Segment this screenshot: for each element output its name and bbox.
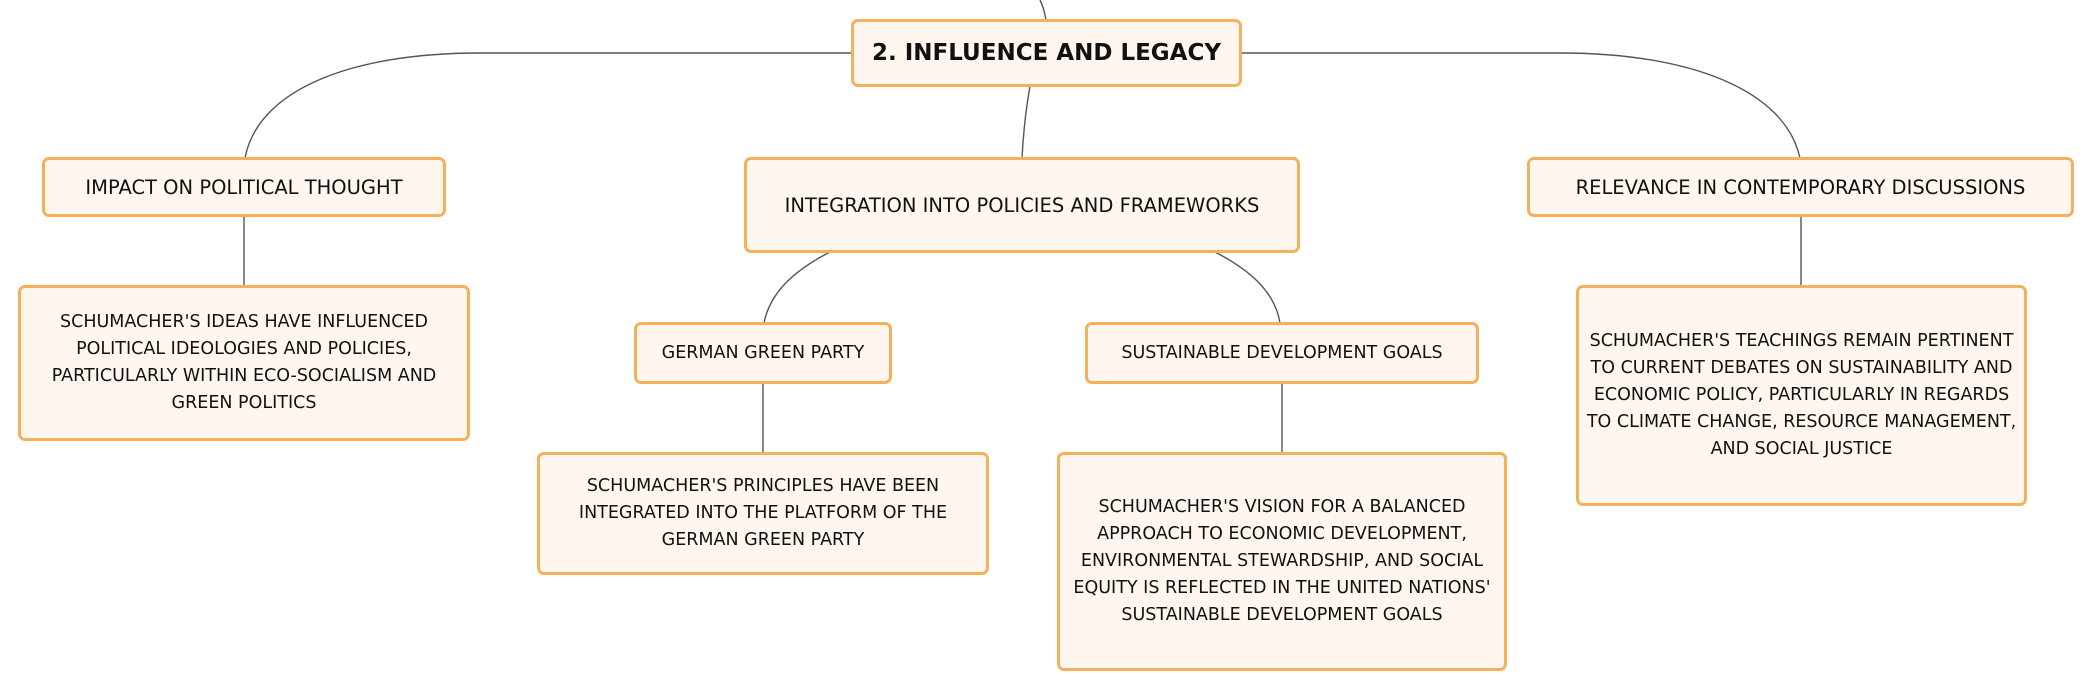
sdg-detail-text: SCHUMACHER'S VISION FOR A BALANCED APPRO… — [1073, 497, 1491, 625]
branch-policies-label: INTEGRATION INTO POLICIES AND FRAMEWORKS — [784, 193, 1260, 217]
root-node[interactable]: 2. INFLUENCE AND LEGACY — [851, 19, 1242, 87]
contemporary-detail[interactable]: SCHUMACHER'S TEACHINGS REMAIN PERTINENT … — [1576, 285, 2027, 506]
german-green-party-detail-text: SCHUMACHER'S PRINCIPLES HAVE BEEN INTEGR… — [578, 476, 948, 550]
contemporary-detail-text: SCHUMACHER'S TEACHINGS REMAIN PERTINENT … — [1586, 331, 2017, 459]
subtopic-sdg-label: SUSTAINABLE DEVELOPMENT GOALS — [1121, 343, 1443, 363]
branch-contemporary[interactable]: RELEVANCE IN CONTEMPORARY DISCUSSIONS — [1527, 157, 2074, 217]
branch-political-thought[interactable]: IMPACT ON POLITICAL THOUGHT — [42, 157, 446, 217]
connector-policies-to-sdg — [1214, 251, 1281, 324]
subtopic-german-green-party-label: GERMAN GREEN PARTY — [661, 343, 865, 363]
branch-political-thought-label: IMPACT ON POLITICAL THOUGHT — [85, 175, 403, 199]
connector-root-to-contemporary — [1241, 52, 1801, 159]
connector-root-to-policies — [1021, 85, 1031, 159]
branch-contemporary-label: RELEVANCE IN CONTEMPORARY DISCUSSIONS — [1575, 175, 2026, 199]
connector-parent-to-root — [1039, 0, 1047, 21]
subtopic-german-green-party[interactable]: GERMAN GREEN PARTY — [634, 322, 892, 384]
german-green-party-detail[interactable]: SCHUMACHER'S PRINCIPLES HAVE BEEN INTEGR… — [537, 452, 989, 575]
root-node-label: 2. INFLUENCE AND LEGACY — [871, 40, 1222, 66]
political-thought-detail[interactable]: SCHUMACHER'S IDEAS HAVE INFLUENCED POLIT… — [18, 285, 470, 441]
subtopic-sustainable-development-goals[interactable]: SUSTAINABLE DEVELOPMENT GOALS — [1085, 322, 1479, 384]
connector-policies-to-green-party — [763, 251, 831, 324]
connector-root-to-political-thought — [244, 52, 852, 159]
political-thought-detail-text: SCHUMACHER'S IDEAS HAVE INFLUENCED POLIT… — [51, 312, 437, 413]
sdg-detail[interactable]: SCHUMACHER'S VISION FOR A BALANCED APPRO… — [1057, 452, 1507, 671]
branch-policies[interactable]: INTEGRATION INTO POLICIES AND FRAMEWORKS — [744, 157, 1300, 253]
